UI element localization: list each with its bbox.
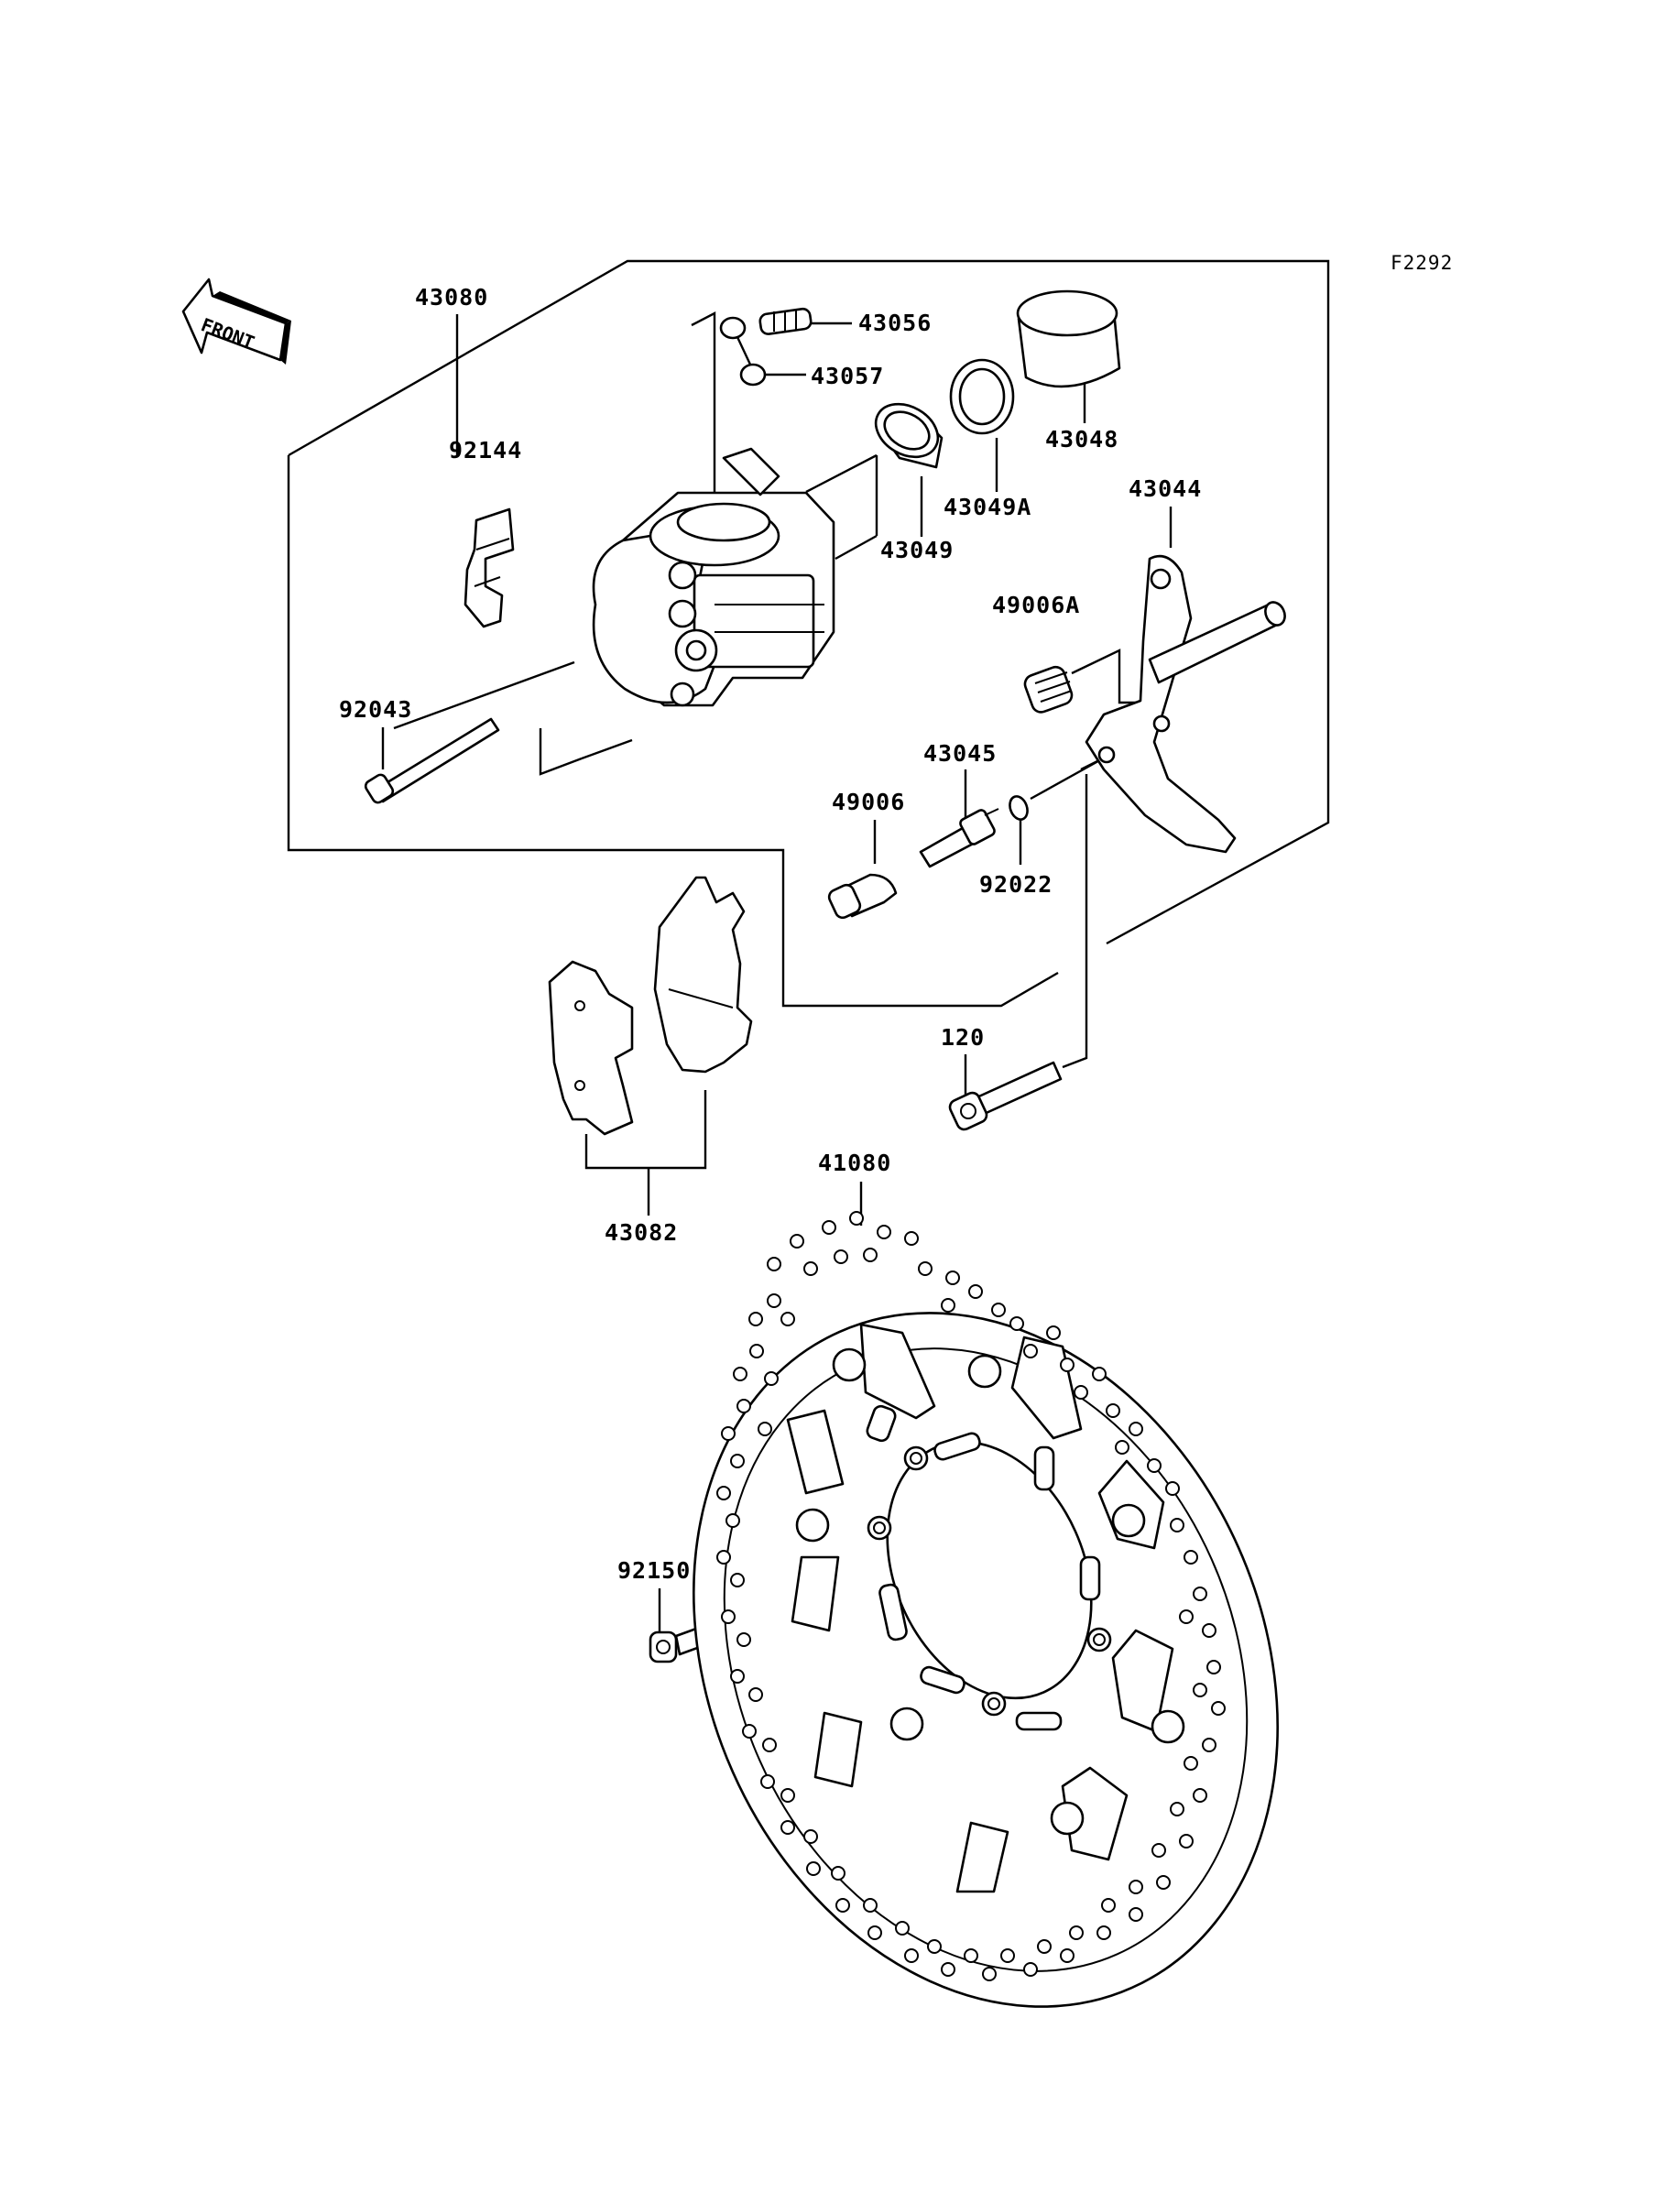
part-label-92043[interactable]: 92043: [339, 696, 412, 723]
part-label-43045[interactable]: 43045: [923, 740, 997, 767]
seal-43049a[interactable]: [949, 358, 1015, 435]
part-label-92144[interactable]: 92144: [449, 437, 522, 464]
caliper-body[interactable]: [592, 447, 835, 707]
part-label-43049[interactable]: 43049: [880, 537, 954, 563]
part-label-43082[interactable]: 43082: [605, 1219, 678, 1246]
seal-43049[interactable]: [867, 393, 947, 469]
piston-43048[interactable]: [1016, 289, 1121, 388]
boot-49006[interactable]: [827, 873, 898, 920]
caliper-assembly-outline-lower: [287, 455, 1059, 1008]
pad-spring-92144[interactable]: [464, 507, 515, 628]
part-label-92150[interactable]: 92150: [617, 1557, 691, 1584]
part-label-43044[interactable]: 43044: [1129, 475, 1202, 502]
bolt-120[interactable]: [947, 1061, 1063, 1132]
part-label-43057[interactable]: 43057: [811, 363, 884, 389]
part-label-120[interactable]: 120: [941, 1024, 985, 1051]
part-label-41080[interactable]: 41080: [818, 1150, 891, 1176]
screw-92150[interactable]: [649, 1627, 702, 1663]
part-label-49006[interactable]: 49006: [832, 789, 905, 815]
boot-49006a[interactable]: [1022, 664, 1075, 714]
part-label-43056[interactable]: 43056: [858, 310, 932, 336]
part-label-43048[interactable]: 43048: [1045, 426, 1118, 453]
brake-pads-43082[interactable]: [548, 876, 753, 1136]
part-label-43049A[interactable]: 43049A: [944, 494, 1031, 520]
part-label-49006A[interactable]: 49006A: [992, 592, 1080, 618]
brake-disc-41080[interactable]: [587, 1211, 1385, 2100]
bleeder-cap-43057[interactable]: [719, 316, 767, 387]
caliper-assembly-outline: [288, 259, 1330, 945]
pin-92043[interactable]: [364, 717, 500, 804]
part-label-43080[interactable]: 43080: [415, 284, 488, 311]
part-label-92022[interactable]: 92022: [979, 871, 1053, 898]
diagram-code: F2292: [1391, 252, 1453, 274]
pin-43045[interactable]: [919, 808, 999, 868]
caliper-bracket-43044[interactable]: [1085, 554, 1289, 854]
circlip-92022[interactable]: [1007, 794, 1031, 823]
front-arrow-icon: FRONT: [181, 278, 291, 365]
bleeder-valve-43056[interactable]: [758, 307, 813, 335]
